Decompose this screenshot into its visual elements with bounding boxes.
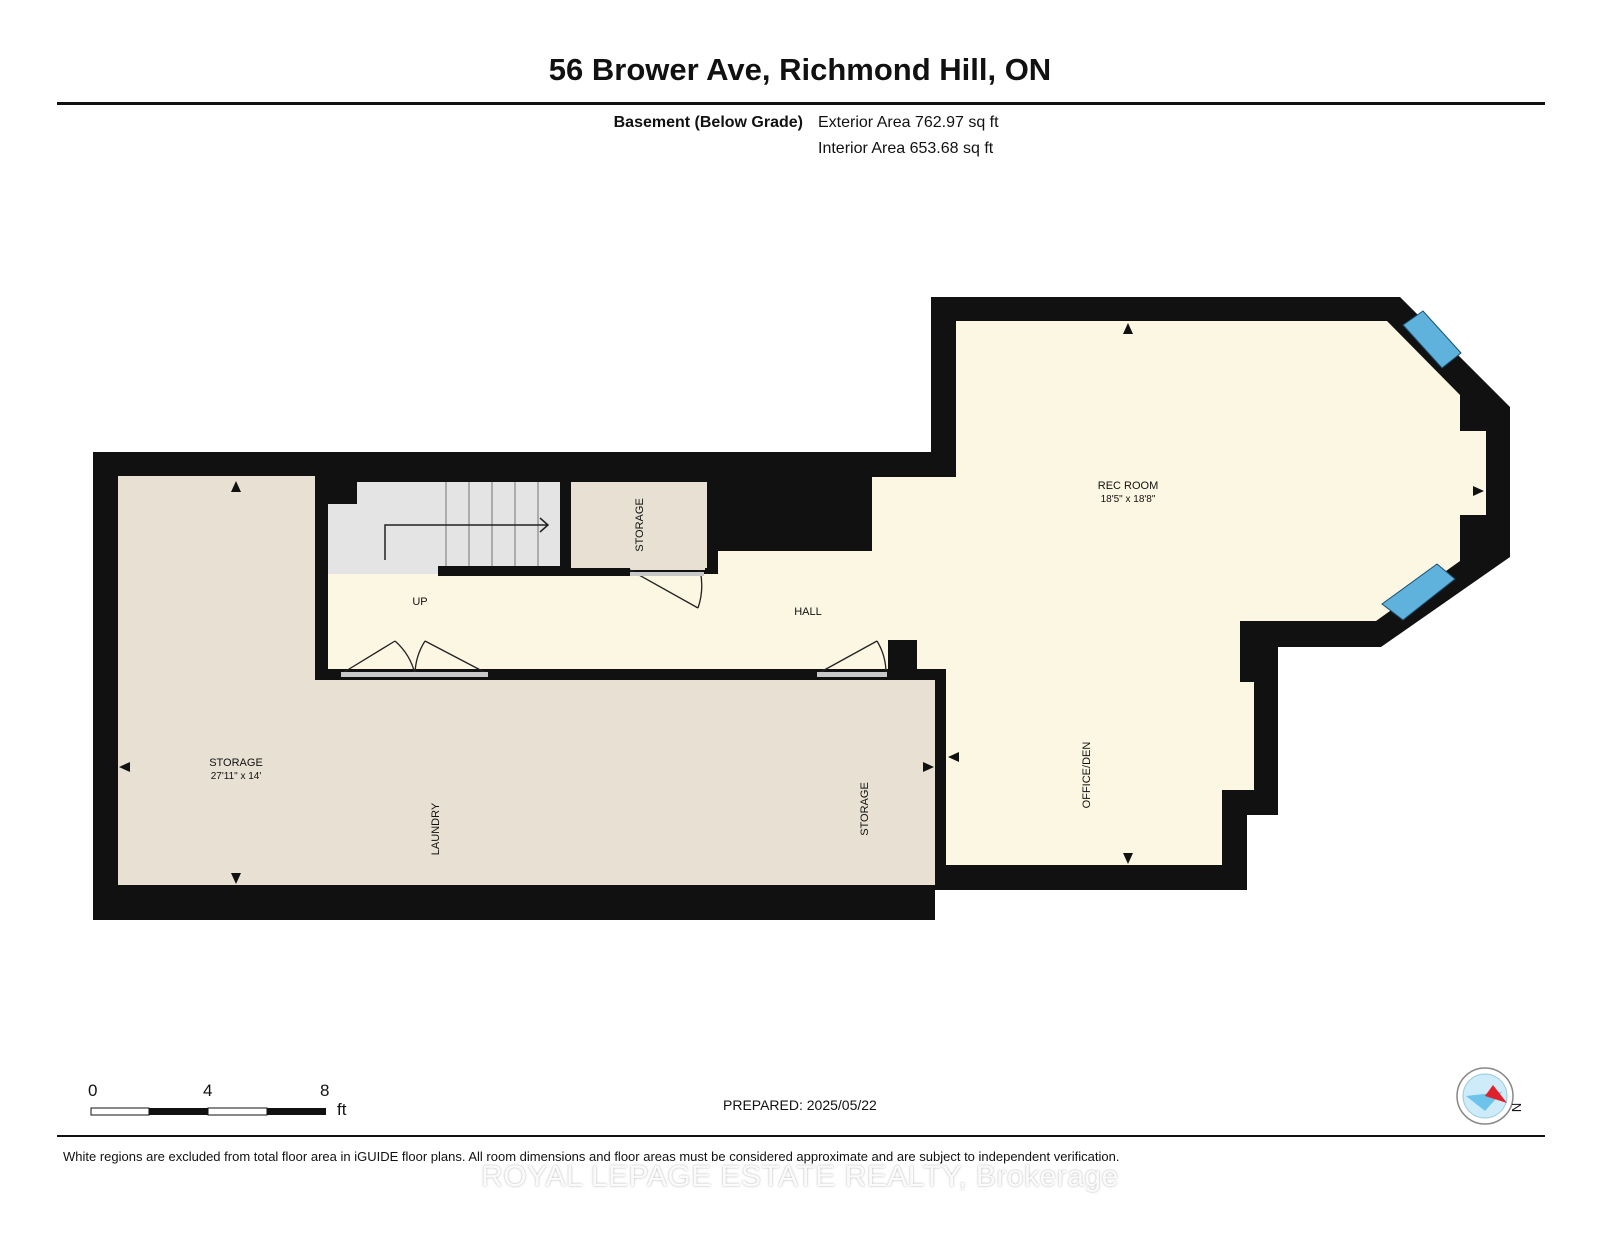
window-lower	[1381, 563, 1456, 621]
stairs-up-label: UP	[412, 596, 427, 608]
rec-room-dimensions: 18'5" x 18'8"	[1101, 494, 1156, 505]
arrow-up-storage	[231, 481, 241, 492]
arrow-left-rec	[948, 752, 959, 762]
door-thresholds	[341, 572, 887, 677]
storage-right-label: STORAGE	[859, 782, 871, 836]
brokerage-watermark: ROYAL LEPAGE ESTATE REALTY, Brokerage	[481, 1160, 1119, 1193]
scale-tick-4: 4	[203, 1081, 213, 1100]
scale-bar	[90, 1107, 326, 1116]
hall-label: HALL	[794, 606, 822, 618]
compass-north-label: N	[1509, 1102, 1525, 1113]
prepared-date: PREPARED: 2025/05/22	[723, 1097, 877, 1113]
hall-area	[328, 477, 960, 669]
storage-room	[118, 476, 935, 885]
scale-unit: ft	[337, 1100, 347, 1119]
arrow-down-storage	[231, 873, 241, 884]
disclaimer-text: White regions are excluded from total fl…	[63, 1149, 1120, 1164]
scale-tick-0: 0	[88, 1081, 98, 1100]
storage-room-dimensions: 27'11" x 14'	[211, 771, 262, 782]
storage-closet-label: STORAGE	[634, 498, 646, 552]
rec-room-area	[946, 321, 1486, 865]
office-den-label: OFFICE/DEN	[1081, 742, 1093, 809]
storage-closet	[571, 482, 707, 568]
stair-treads	[445, 482, 539, 566]
title-divider	[57, 102, 1545, 105]
arrow-up-rec	[1123, 323, 1133, 334]
scale-tick-8: 8	[320, 1081, 330, 1100]
dimension-arrows	[119, 323, 1484, 884]
closet-door-opening	[630, 566, 705, 570]
stair-base-wall	[438, 566, 630, 576]
exterior-area: Exterior Area 762.97 sq ft	[818, 114, 999, 131]
plan-title: 56 Brower Ave, Richmond Hill, ON	[548, 52, 1052, 87]
laundry-label: LAUNDRY	[430, 802, 442, 855]
footer-divider	[57, 1135, 1545, 1137]
window-upper	[1402, 310, 1462, 369]
stair-direction-arrow	[384, 517, 550, 560]
double-door-left	[340, 640, 416, 675]
level-name: Basement (Below Grade)	[613, 114, 803, 131]
rec-room-label: REC ROOM	[1098, 480, 1159, 492]
arrow-left-storage	[119, 762, 130, 772]
arrow-right-storage	[923, 762, 934, 772]
windows	[1381, 310, 1462, 621]
interior-area: Interior Area 653.68 sq ft	[818, 140, 994, 157]
arrow-right-rec	[1473, 486, 1484, 496]
stairs-area	[328, 482, 560, 574]
compass-north-icon	[1456, 1067, 1514, 1125]
storage-room-label: STORAGE	[209, 757, 263, 769]
arrow-down-rec	[1123, 853, 1133, 864]
